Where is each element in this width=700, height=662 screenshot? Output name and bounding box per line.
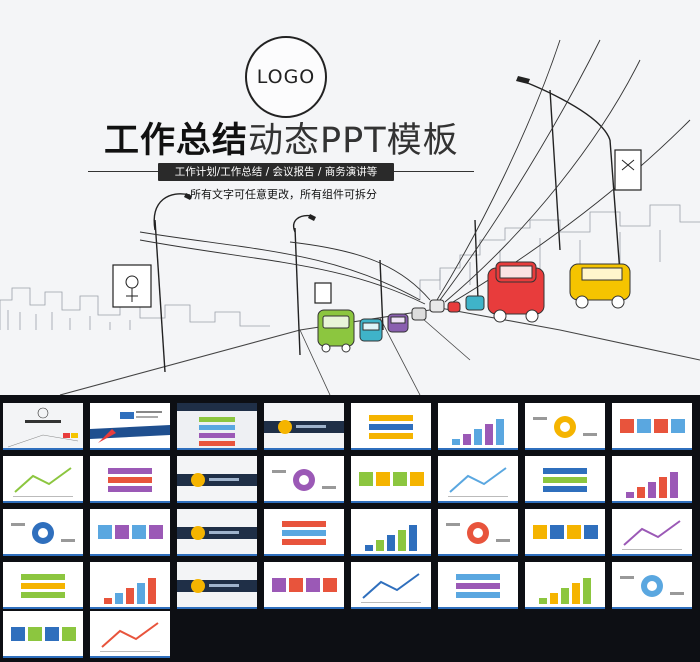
slide-thumbnail[interactable]: [90, 611, 170, 658]
thumbnail-accent-line: [525, 554, 605, 556]
thumbnail-accent-line: [351, 448, 431, 450]
thumbnail-accent-line: [264, 501, 344, 503]
thumbnail-accent-line: [351, 554, 431, 556]
thumbnail-accent-line: [612, 448, 692, 450]
thumbnail-accent-line: [3, 448, 83, 450]
cover-slide[interactable]: LOGO 工作总结动态PPT模板 工作计划/工作总结 / 会议报告 / 商务演讲…: [0, 0, 700, 395]
slide-thumbnail[interactable]: [351, 456, 431, 503]
thumbnail-accent-line: [438, 607, 518, 609]
slide-thumbnail[interactable]: [264, 456, 344, 503]
slide-thumbnail-grid: [0, 398, 700, 662]
thumbnail-accent-line: [525, 501, 605, 503]
slide-thumbnail[interactable]: [177, 403, 257, 450]
slide-thumbnail[interactable]: [525, 562, 605, 609]
thumbnail-accent-line: [3, 554, 83, 556]
slide-thumbnail[interactable]: [3, 509, 83, 556]
thumbnail-accent-line: [177, 448, 257, 450]
title-bold-part: 工作总结: [104, 121, 249, 161]
subtitle-bar: 工作计划/工作总结 / 会议报告 / 商务演讲等: [158, 163, 394, 181]
slide-thumbnail[interactable]: [264, 403, 344, 450]
page-title: 工作总结动态PPT模板: [104, 112, 459, 163]
thumbnail-accent-line: [525, 607, 605, 609]
slide-thumbnail[interactable]: [177, 456, 257, 503]
slide-thumbnail[interactable]: [351, 562, 431, 609]
thumbnail-accent-line: [90, 448, 170, 450]
slide-thumbnail[interactable]: [177, 509, 257, 556]
thumbnail-accent-line: [264, 448, 344, 450]
thumbnail-accent-line: [438, 554, 518, 556]
slide-thumbnail[interactable]: [438, 562, 518, 609]
thumbnail-accent-line: [90, 501, 170, 503]
thumbnail-accent-line: [612, 501, 692, 503]
thumbnail-accent-line: [3, 501, 83, 503]
slide-thumbnail[interactable]: [177, 562, 257, 609]
slide-thumbnail[interactable]: [438, 403, 518, 450]
thumbnail-accent-line: [3, 656, 83, 658]
thumbnail-accent-line: [351, 501, 431, 503]
slide-thumbnail[interactable]: [438, 456, 518, 503]
slide-thumbnail[interactable]: [612, 562, 692, 609]
slide-thumbnail[interactable]: [3, 403, 83, 450]
slide-thumbnail[interactable]: [90, 456, 170, 503]
slide-thumbnail[interactable]: [351, 509, 431, 556]
thumbnail-accent-line: [177, 501, 257, 503]
slide-thumbnail[interactable]: [525, 403, 605, 450]
slide-thumbnail[interactable]: [612, 509, 692, 556]
logo-circle: LOGO: [245, 36, 327, 118]
slide-thumbnail[interactable]: [612, 403, 692, 450]
slide-thumbnail[interactable]: [264, 562, 344, 609]
thumbnail-accent-line: [351, 607, 431, 609]
divider-right: [394, 171, 474, 172]
thumbnail-accent-line: [177, 607, 257, 609]
slide-thumbnail[interactable]: [351, 403, 431, 450]
slide-thumbnail[interactable]: [438, 509, 518, 556]
divider-left: [88, 171, 158, 172]
thumbnail-accent-line: [612, 554, 692, 556]
slide-thumbnail[interactable]: [264, 509, 344, 556]
thumbnail-accent-line: [90, 656, 170, 658]
thumbnail-accent-line: [612, 607, 692, 609]
slide-thumbnail[interactable]: [90, 509, 170, 556]
title-light-part: 动态PPT模板: [248, 121, 459, 161]
slide-thumbnail[interactable]: [3, 611, 83, 658]
thumbnail-accent-line: [438, 448, 518, 450]
slide-thumbnail[interactable]: [90, 562, 170, 609]
thumbnail-accent-line: [90, 554, 170, 556]
slide-thumbnail[interactable]: [525, 456, 605, 503]
slide-thumbnail[interactable]: [3, 562, 83, 609]
slide-thumbnail[interactable]: [3, 456, 83, 503]
thumbnail-accent-line: [525, 448, 605, 450]
tagline: 所有文字可任意更改，所有组件可拆分: [190, 188, 377, 201]
thumbnail-accent-line: [3, 607, 83, 609]
slide-thumbnail[interactable]: [525, 509, 605, 556]
street-sketch-illustration: [0, 39, 700, 395]
thumbnail-accent-line: [438, 501, 518, 503]
slide-thumbnail[interactable]: [612, 456, 692, 503]
thumbnail-accent-line: [264, 607, 344, 609]
thumbnail-accent-line: [264, 554, 344, 556]
thumbnail-accent-line: [90, 607, 170, 609]
slide-thumbnail[interactable]: [90, 403, 170, 450]
thumbnail-accent-line: [177, 554, 257, 556]
logo-text: LOGO: [256, 66, 316, 88]
